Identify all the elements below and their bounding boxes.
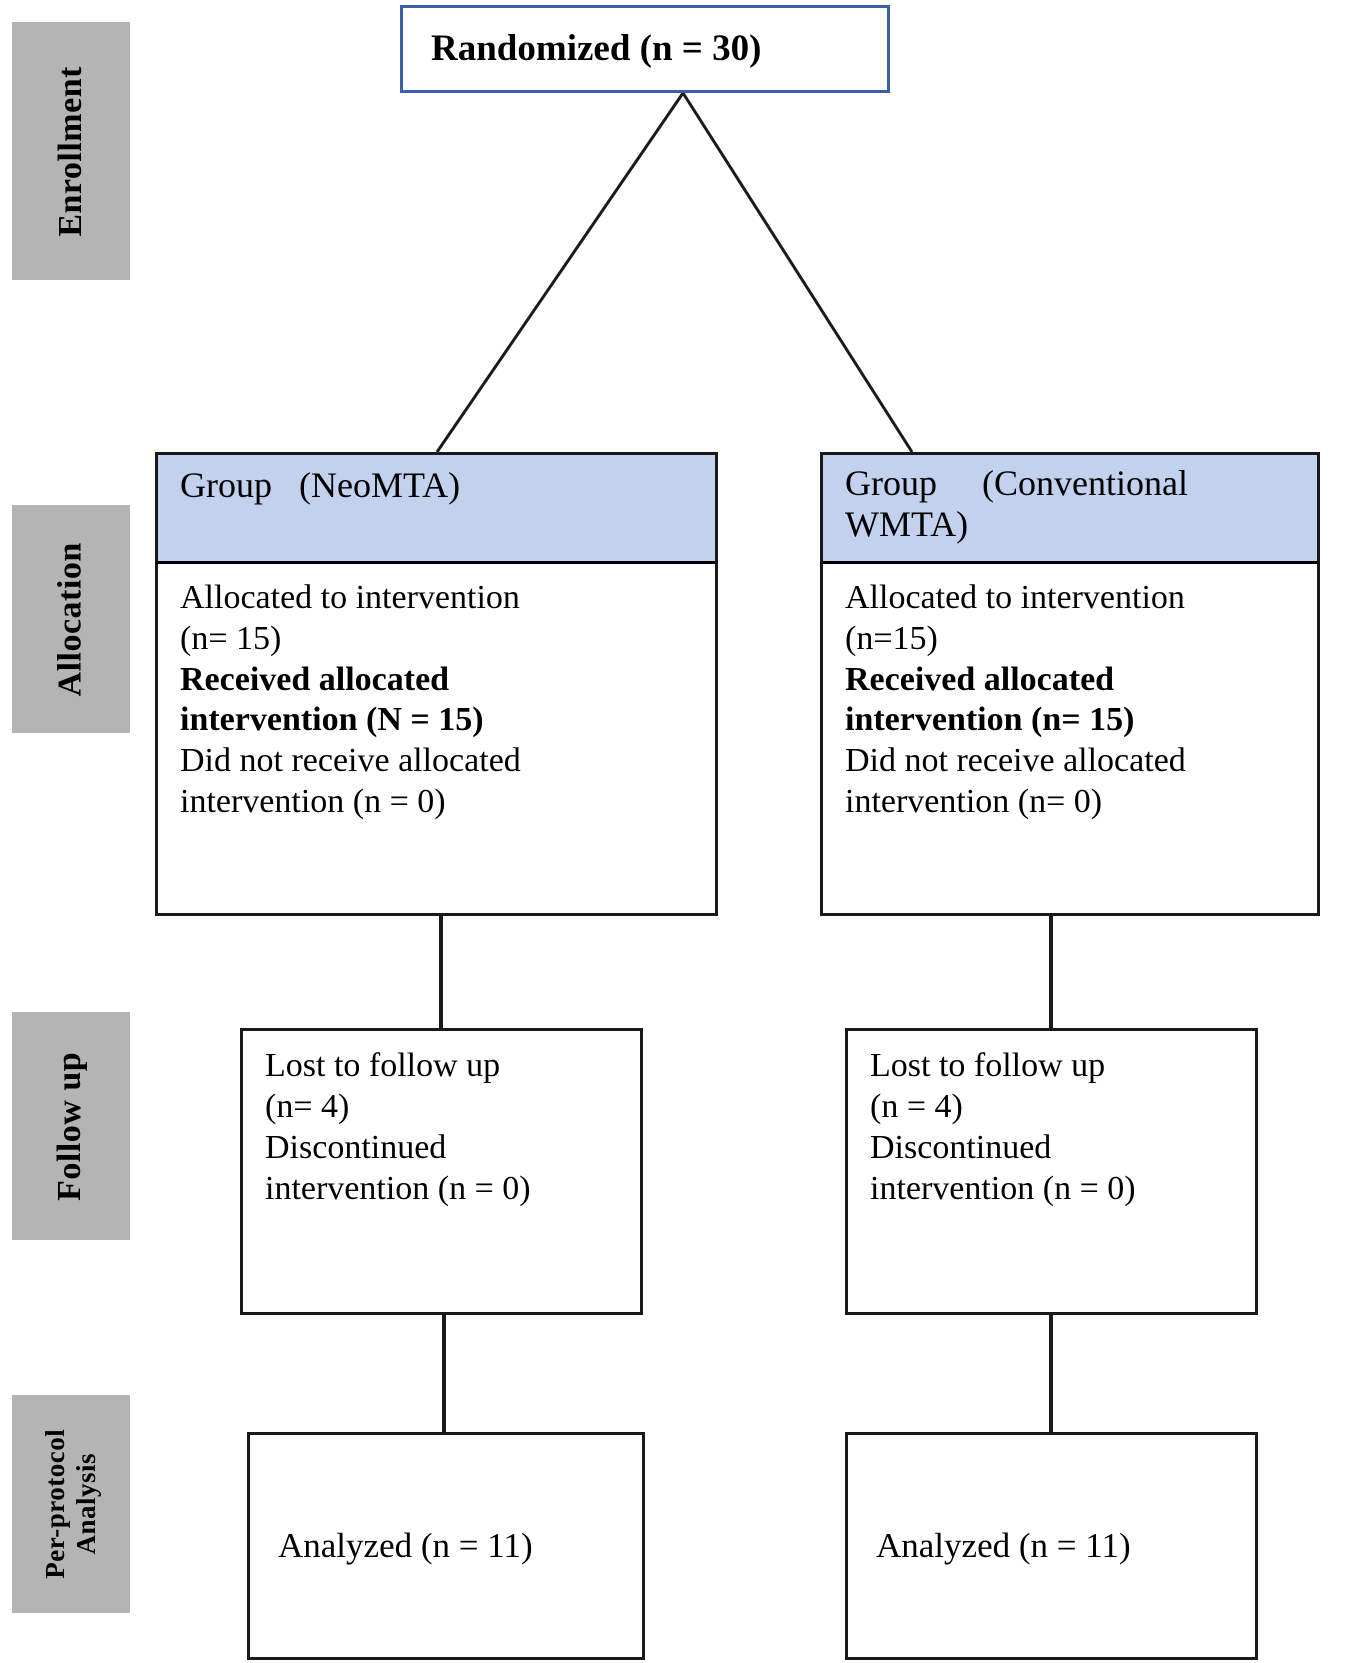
- allocation-right-line-5: Did not receive allocated: [845, 742, 1186, 780]
- analyzed-right-label: Analyzed (n = 11): [876, 1525, 1131, 1565]
- stage-label-analysis-line2: Analysis: [71, 1453, 102, 1555]
- followup-left-line-3: Discontinued: [265, 1129, 447, 1167]
- followup-right-line-3: Discontinued: [870, 1129, 1052, 1167]
- allocation-right-line-3: Received allocated: [845, 660, 1115, 698]
- followup-left-line-1: Lost to follow up: [265, 1047, 501, 1084]
- stage-label-analysis-line1: Per-protocol: [40, 1429, 71, 1579]
- followup-right-line-1: Lost to follow up: [870, 1047, 1106, 1084]
- stage-label-allocation-text: Allocation: [51, 541, 89, 697]
- randomized-box: Randomized (n = 30): [400, 5, 890, 93]
- stage-label-per-protocol-analysis: Per-protocol Analysis: [12, 1395, 130, 1613]
- stage-label-followup-text: Follow up: [51, 1051, 89, 1201]
- allocation-right-line-1: Allocated to intervention: [845, 579, 1185, 616]
- followup-box-right: Lost to follow up (n = 4) Discontinued i…: [845, 1028, 1258, 1315]
- allocation-left-line-1: Allocated to intervention: [180, 579, 520, 616]
- group-header-right-line2: WMTA): [845, 503, 969, 544]
- connector-randomized-to-left: [435, 92, 685, 453]
- allocation-right-line-6: intervention (n= 0): [845, 782, 1103, 820]
- allocation-left-line-3: Received allocated: [180, 660, 450, 698]
- analyzed-box-left: Analyzed (n = 11): [247, 1432, 645, 1660]
- analyzed-left-label: Analyzed (n = 11): [278, 1525, 533, 1565]
- allocation-right-line-2: (n=15): [845, 619, 938, 657]
- followup-left-line-2: (n= 4): [265, 1088, 350, 1126]
- group-header-right-line1: Group (Conventional: [845, 463, 1188, 503]
- allocation-left-line-5: Did not receive allocated: [180, 742, 521, 780]
- allocation-box-right: Allocated to intervention (n=15) Receive…: [820, 564, 1320, 916]
- followup-right-line-2: (n = 4): [870, 1088, 963, 1126]
- allocation-right-lines: Allocated to intervention (n=15) Receive…: [823, 564, 1317, 823]
- connector-randomized-to-right: [681, 92, 914, 453]
- stage-label-enrollment: Enrollment: [12, 22, 130, 280]
- allocation-left-line-6: intervention (n = 0): [180, 782, 446, 820]
- group-header-left: Group (NeoMTA): [155, 452, 718, 564]
- followup-right-line-4: intervention (n = 0): [870, 1170, 1136, 1208]
- allocation-left-line-4: intervention (N = 15): [180, 701, 484, 739]
- stage-label-followup: Follow up: [12, 1012, 130, 1240]
- group-header-left-label: Group (NeoMTA): [180, 465, 461, 505]
- allocation-left-lines: Allocated to intervention (n= 15) Receiv…: [158, 564, 715, 823]
- stage-label-enrollment-text: Enrollment: [51, 65, 89, 237]
- followup-left-line-4: intervention (n = 0): [265, 1170, 531, 1208]
- allocation-box-left: Allocated to intervention (n= 15) Receiv…: [155, 564, 718, 916]
- analyzed-box-right: Analyzed (n = 11): [845, 1432, 1258, 1660]
- allocation-left-line-2: (n= 15): [180, 619, 282, 657]
- followup-right-lines: Lost to follow up (n = 4) Discontinued i…: [848, 1031, 1255, 1210]
- stage-label-allocation: Allocation: [12, 505, 130, 733]
- followup-left-lines: Lost to follow up (n= 4) Discontinued in…: [243, 1031, 640, 1210]
- followup-box-left: Lost to follow up (n= 4) Discontinued in…: [240, 1028, 643, 1315]
- stage-label-per-protocol-analysis-text: Per-protocol Analysis: [40, 1429, 102, 1579]
- allocation-right-line-4: intervention (n= 15): [845, 701, 1135, 739]
- randomized-label: Randomized (n = 30): [431, 27, 762, 69]
